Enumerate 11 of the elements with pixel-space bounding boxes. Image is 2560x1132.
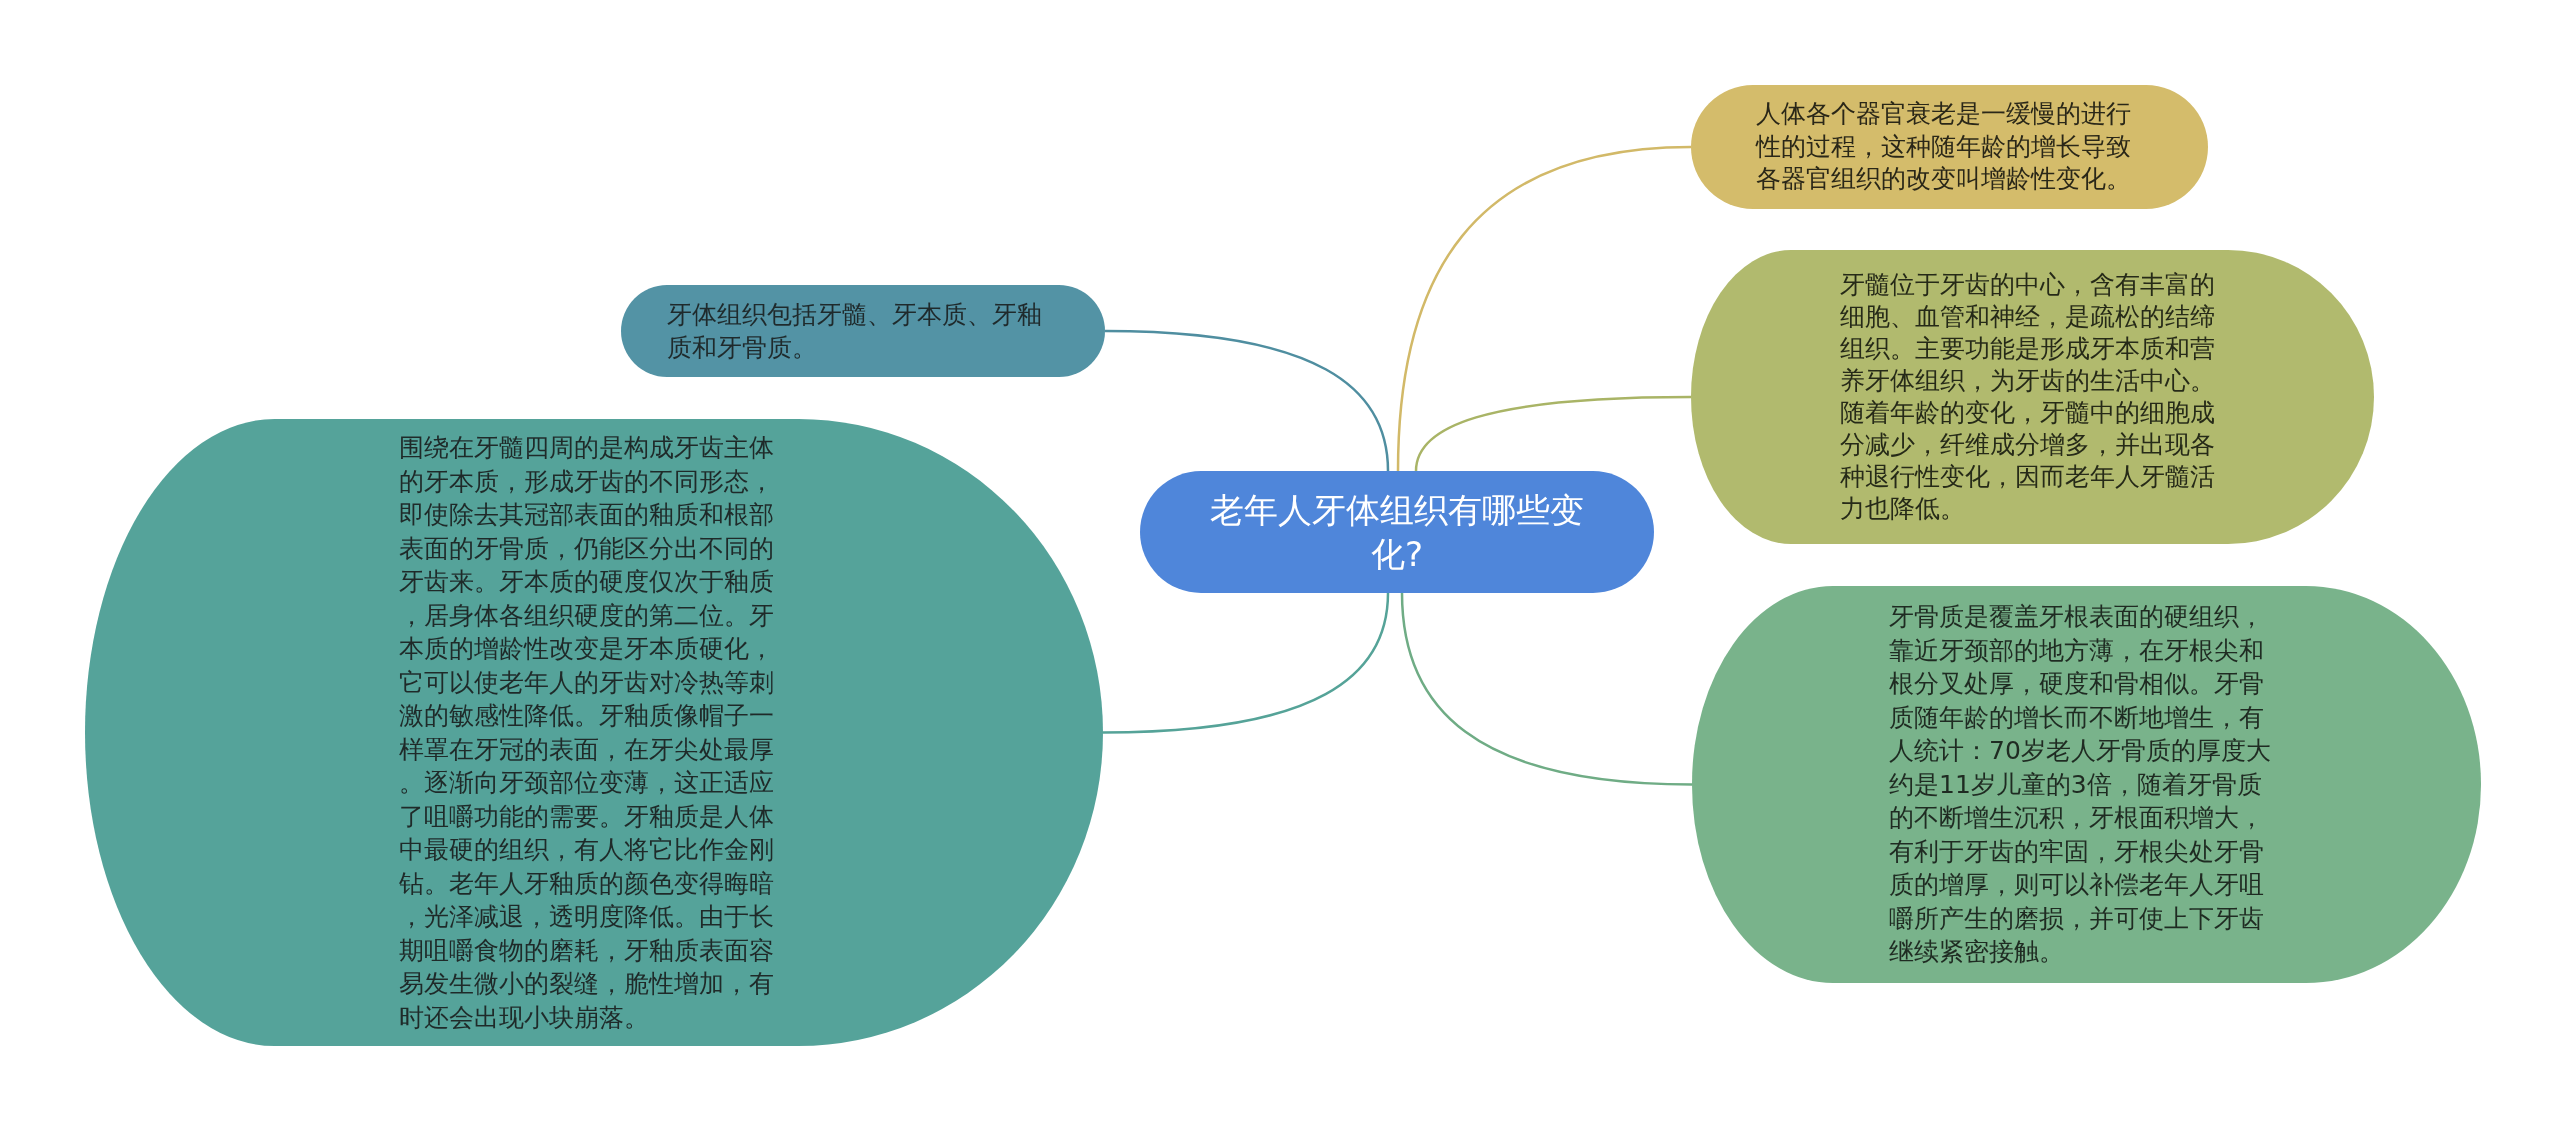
connector-line — [1104, 329, 1390, 472]
topic-text: 人体各个器官衰老是一缓慢的进行性的过程，这种随年龄的增长导致各器官组织的改变叫增龄性变化。 — [1756, 98, 2132, 196]
topic-text: 牙体组织包括牙髓、牙本质、牙釉质和牙骨质。 — [667, 299, 1043, 364]
topic-text: 老年人牙体组织有哪些变化? — [1209, 489, 1585, 576]
topic-text: 围绕在牙髓四周的是构成牙齿主体的牙本质，形成牙齿的不同形态，即使除去其冠部表面的釉质和根部表面的牙骨质，仍能区分出不同的牙齿来。牙本质的硬度仅次于釉质，居身体各组织硬度的第二位。牙本质的增龄性改变是牙本质硬化，它可以使老年人的牙齿对冷热等刺激的敏感性降低。牙釉质像帽子一样罩在牙冠的表面，在牙尖处最厚。逐渐向牙颈部位变薄，这正适应了咀嚼功能的需要。牙釉质是人体中最硬的组织，有人将它比作金刚钻。老年人牙釉质的颜色变得晦暗，光泽减退，透明度降低。由于长期咀嚼食物的磨耗，牙釉质表面容易发生微小的裂缝，脆性增加，有时还会出现小块崩落。 — [399, 432, 775, 1034]
topic-text: 牙髓位于牙齿的中心，含有丰富的细胞、血管和神经，是疏松的结缔组织。主要功能是形成牙本质和营养牙体组织，为牙齿的生活中心。随着年龄的变化，牙髓中的细胞成分减少，纤维成分增多，并出现各种退行性变化，因而老年人牙髓活力也降低。 — [1840, 269, 2216, 525]
connector-line — [1400, 592, 1693, 786]
connector-line — [1102, 592, 1390, 734]
connector-line — [1396, 145, 1692, 472]
topic-text: 牙骨质是覆盖牙根表面的硬组织，靠近牙颈部的地方薄，在牙根尖和根分叉处厚，硬度和骨相似。牙骨质随年龄的增长而不断地增生，有人统计：70岁老人牙骨质的厚度大约是11岁儿童的3倍，随着牙骨质的不断增生沉积，牙根面积增大，有利于牙齿的牢固，牙根尖处牙骨质的增厚，则可以补偿老年人牙咀嚼所产生的磨损，并可使上下牙齿继续紧密接触。 — [1889, 601, 2272, 969]
connector-line — [1414, 395, 1691, 472]
